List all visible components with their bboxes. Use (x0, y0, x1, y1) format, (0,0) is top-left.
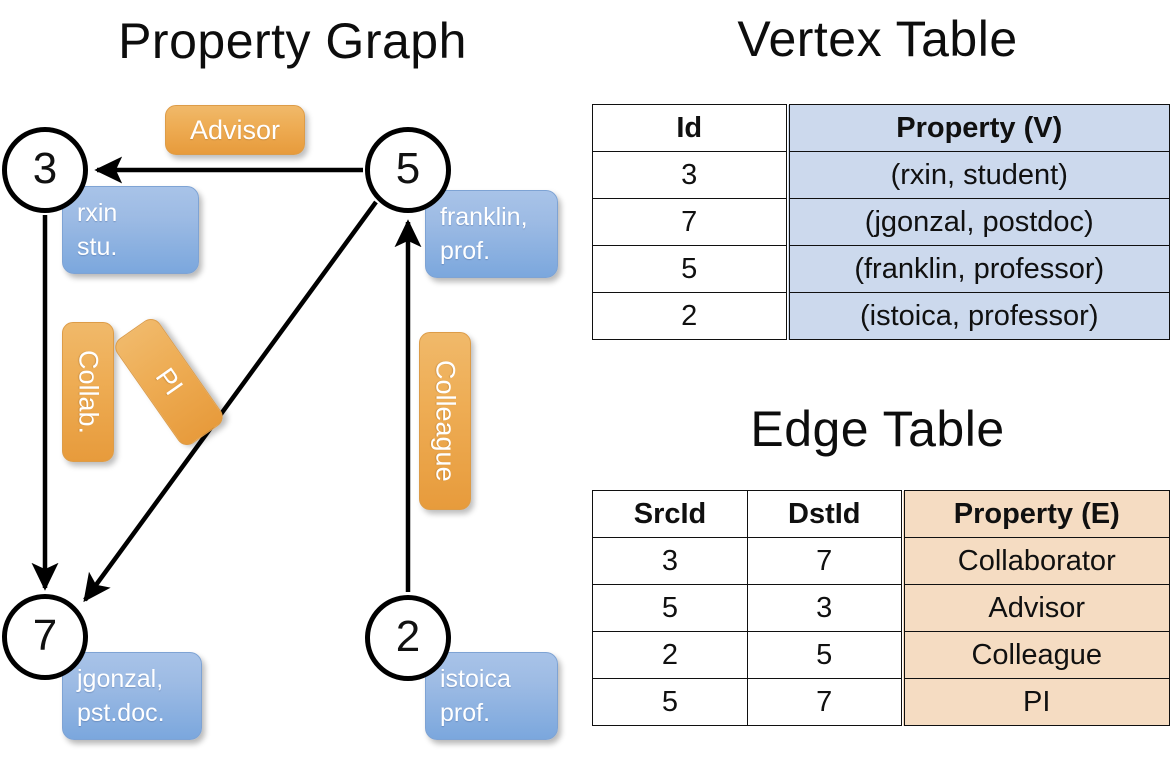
graph-edges-svg (31, 156, 422, 603)
page-title-vertex-table: Vertex Table (737, 11, 1018, 67)
table-row: 5 (franklin, professor) (592, 245, 1170, 293)
vertex-property-box-rxin-line2: stu. (77, 233, 118, 261)
table-row: 7 (jgonzal, postdoc) (592, 198, 1170, 246)
graph-node-5[interactable]: 5 (365, 127, 451, 213)
vertex-property-box-jgonzal-line1: jgonzal, (77, 665, 164, 693)
property-graph-diagram: Advisor Collab. PI Colleague rxin stu. f… (2, 105, 558, 740)
edge-table-cell-srcid: 5 (592, 678, 748, 726)
edge-table-header-dstid: DstId (747, 490, 903, 538)
vertex-table-cell-property: (jgonzal, postdoc) (785, 198, 1170, 246)
table-row: 5 3 Advisor (592, 584, 1170, 632)
edge-label-pi-text: PI (149, 362, 190, 401)
vertex-property-box-istoica-line2: prof. (440, 699, 491, 727)
vertex-property-box-istoica: istoica prof. (425, 652, 558, 740)
edge-table-cell-srcid: 3 (592, 537, 748, 585)
edge-table-cell-property: Collaborator (900, 537, 1170, 585)
table-row: 3 7 Collaborator (592, 537, 1170, 585)
edge-table-cell-property: PI (900, 678, 1170, 726)
edge-table-cell-dstid: 7 (747, 537, 903, 585)
vertex-table-cell-property: (franklin, professor) (785, 245, 1170, 293)
graph-node-3-label: 3 (32, 144, 58, 193)
table-row: 5 7 PI (592, 678, 1170, 726)
edge-table-cell-dstid: 5 (747, 631, 903, 679)
edge-table-header-property: Property (E) (900, 490, 1170, 538)
vertex-property-box-franklin-line1: franklin, (440, 203, 528, 231)
vertex-table-cell-id: 3 (592, 151, 788, 199)
vertex-property-box-franklin: franklin, prof. (425, 190, 558, 278)
vertex-table-cell-property: (istoica, professor) (785, 292, 1170, 340)
table-header-row: SrcId DstId Property (E) (592, 490, 1170, 538)
vertex-table-header-id: Id (592, 104, 788, 152)
page-title-edge-table: Edge Table (750, 401, 1005, 457)
edge-table: SrcId DstId Property (E) 3 7 Collaborato… (592, 490, 1170, 726)
table-row: 2 (istoica, professor) (592, 292, 1170, 340)
vertex-property-box-jgonzal-line2: pst.doc. (77, 699, 165, 727)
graph-node-3[interactable]: 3 (2, 127, 88, 213)
table-header-row: Id Property (V) (592, 104, 1170, 152)
table-row: 3 (rxin, student) (592, 151, 1170, 199)
graph-node-7-label: 7 (32, 611, 58, 660)
graph-node-2[interactable]: 2 (365, 595, 451, 681)
vertex-table-header-property: Property (V) (785, 104, 1170, 152)
graph-node-2-label: 2 (395, 612, 421, 661)
page-title-property-graph: Property Graph (118, 13, 467, 69)
graph-node-7[interactable]: 7 (2, 594, 88, 680)
edge-label-collaborator: Collab. (62, 322, 114, 462)
edge-label-colleague-text: Colleague (430, 360, 461, 482)
edge-table-header-srcid: SrcId (592, 490, 748, 538)
vertex-table-cell-id: 2 (592, 292, 788, 340)
edge-table-cell-srcid: 2 (592, 631, 748, 679)
edge-table-cell-property: Advisor (900, 584, 1170, 632)
table-row: 2 5 Colleague (592, 631, 1170, 679)
edge-label-colleague: Colleague (419, 332, 471, 510)
vertex-table: Id Property (V) 3 (rxin, student) 7 (jgo… (592, 104, 1170, 340)
vertex-property-box-franklin-line2: prof. (440, 237, 491, 265)
edge-table-cell-property: Colleague (900, 631, 1170, 679)
edge-label-advisor: Advisor (165, 105, 305, 155)
vertex-property-box-rxin-line1: rxin (77, 199, 118, 227)
edge-table-cell-dstid: 3 (747, 584, 903, 632)
vertex-property-box-jgonzal: jgonzal, pst.doc. (62, 652, 202, 740)
edge-table-cell-dstid: 7 (747, 678, 903, 726)
vertex-property-box-rxin: rxin stu. (62, 186, 199, 274)
edge-table-cell-srcid: 5 (592, 584, 748, 632)
vertex-property-box-istoica-line1: istoica (440, 665, 511, 693)
vertex-table-cell-id: 5 (592, 245, 788, 293)
edge-5-to-7-pi (83, 200, 378, 603)
edge-label-collaborator-text: Collab. (73, 349, 104, 435)
vertex-table-cell-id: 7 (592, 198, 788, 246)
graph-node-5-label: 5 (395, 144, 421, 193)
vertex-table-cell-property: (rxin, student) (785, 151, 1170, 199)
edge-label-advisor-text: Advisor (189, 114, 281, 145)
